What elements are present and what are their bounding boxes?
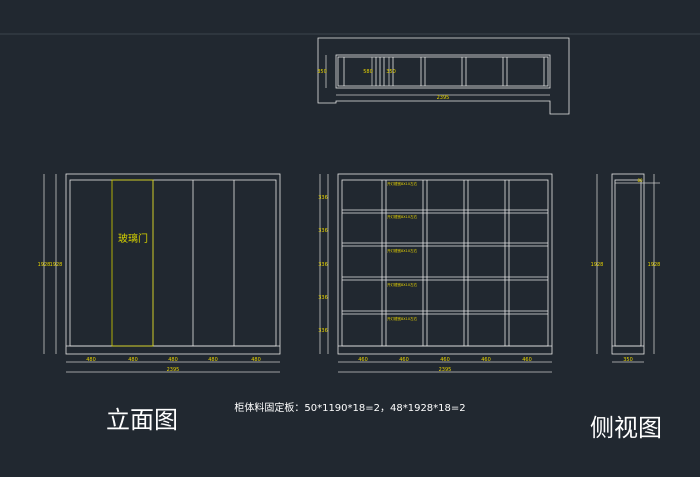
glass-door-panel <box>111 179 154 347</box>
interior-vertical-dividers <box>381 180 510 346</box>
interior-col-width: 460 <box>358 357 368 363</box>
interior-row-dim: 336 <box>318 328 328 334</box>
top-view-cabinet <box>335 54 551 89</box>
interior-col-width: 460 <box>522 357 532 363</box>
front-door-width: 480 <box>251 357 261 363</box>
shelf-note: 开灯槽宽8X10左右 <box>387 214 418 219</box>
side-view-top-label: 80 <box>637 178 643 183</box>
interior-col-width: 460 <box>481 357 491 363</box>
side-view-height-label: 1928 <box>591 262 604 268</box>
side-view-outline <box>611 173 645 355</box>
top-view-outline <box>317 37 570 115</box>
interior-row-dim: 336 <box>318 262 328 268</box>
interior-col-width: 460 <box>440 357 450 363</box>
front-elevation-outline <box>65 173 281 355</box>
shelf-note: 开灯槽宽8X10左右 <box>387 316 418 321</box>
top-view-inner <box>337 56 549 87</box>
side-view-height-label-2: 1928 <box>648 262 661 268</box>
front-height-label: 1928 <box>38 262 51 268</box>
interior-row-dim: 336 <box>318 295 328 301</box>
front-elevation <box>43 173 281 373</box>
front-door-width: 480 <box>128 357 138 363</box>
shelf-note: 开灯槽宽8X10左右 <box>387 181 418 186</box>
top-view <box>317 37 570 115</box>
top-view-dividers <box>343 57 545 86</box>
interior-row-dim: 336 <box>318 195 328 201</box>
top-view-depth-dim-3: 350 <box>386 69 396 75</box>
front-door-width: 480 <box>208 357 218 363</box>
top-view-width-dim: 2395 <box>437 95 450 101</box>
interior-outline <box>337 173 553 355</box>
shelf-note: 开灯槽宽8X10左右 <box>387 248 418 253</box>
side-view-depth-label: 350 <box>623 357 633 363</box>
interior-total-width: 2395 <box>439 367 452 373</box>
front-total-width: 2395 <box>167 367 180 373</box>
front-height-label-2: 1928 <box>50 262 63 268</box>
shelf-note: 开灯槽宽8X10左右 <box>387 282 418 287</box>
panel-note: 柜体料固定板：50*1190*18=2，48*1928*18=2 <box>234 401 465 414</box>
front-view-title: 立面图 <box>106 406 178 434</box>
front-door-width: 480 <box>168 357 178 363</box>
side-view-title: 侧视图 <box>590 414 662 442</box>
top-view-depth-dim: 350 <box>317 69 327 75</box>
side-view <box>596 173 660 363</box>
glass-door-label: 玻璃门 <box>118 232 148 245</box>
front-door-width: 480 <box>86 357 96 363</box>
interior-shelves <box>342 209 548 315</box>
interior-row-dim: 336 <box>318 228 328 234</box>
top-view-depth-dim-2: 580 <box>363 69 373 75</box>
interior-col-width: 460 <box>399 357 409 363</box>
interior-elevation <box>319 173 553 373</box>
